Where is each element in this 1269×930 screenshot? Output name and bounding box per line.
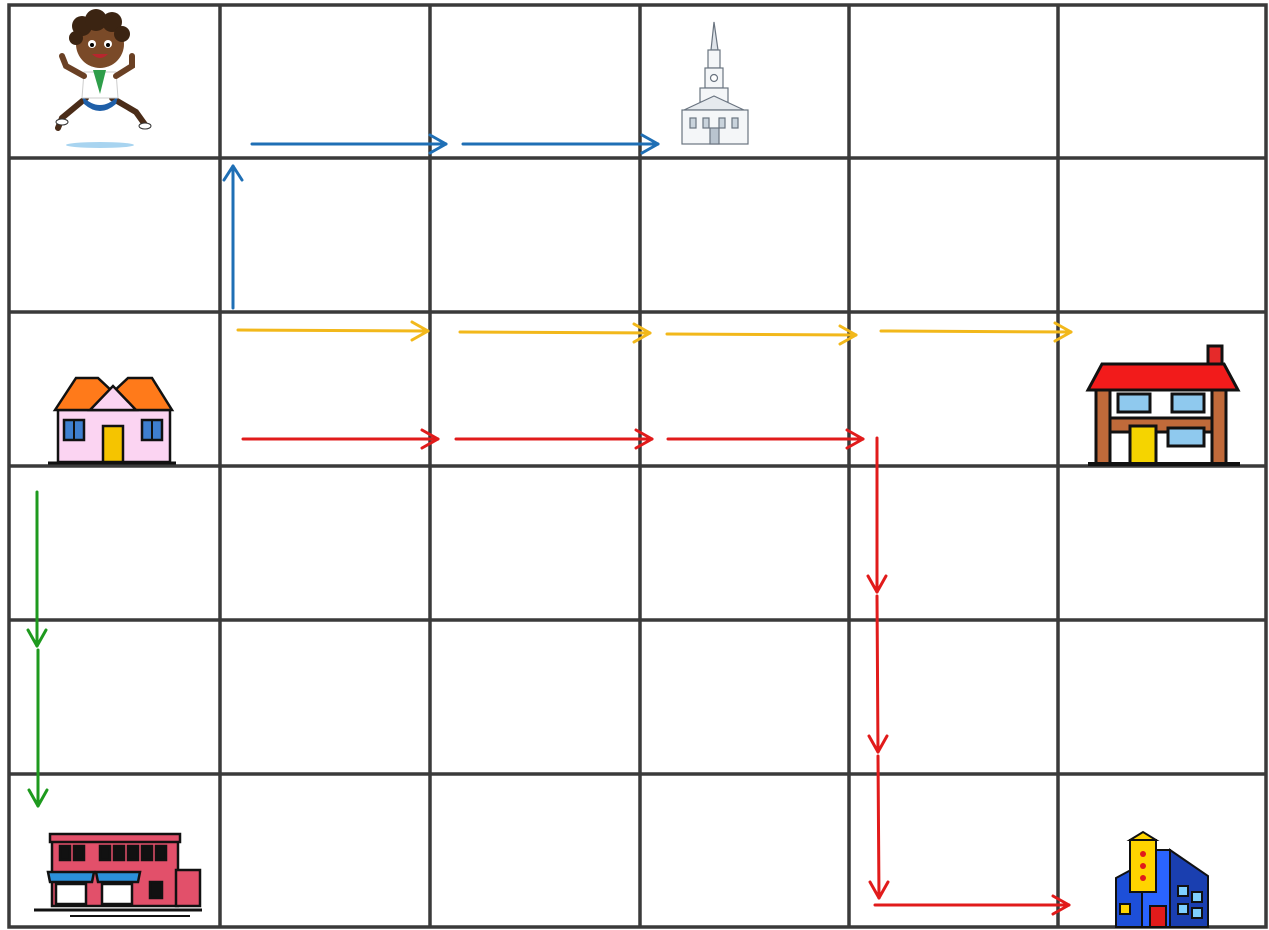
route-yellow-segment-1 — [238, 330, 428, 331]
route-red — [243, 430, 1069, 914]
route-yellow — [238, 322, 1071, 344]
route-yellow-segment-3 — [667, 334, 856, 335]
shops-building-icon — [34, 834, 202, 916]
church-icon — [682, 22, 748, 144]
route-green — [28, 492, 47, 806]
route-red-segment-5 — [877, 596, 878, 752]
route-yellow-segment-2 — [460, 332, 650, 333]
boy-icon — [56, 9, 151, 148]
pink-house-icon — [48, 378, 176, 463]
route-blue — [224, 135, 658, 308]
office-building-icon — [1116, 832, 1208, 927]
route-red-segment-6 — [878, 756, 879, 898]
route-yellow-segment-4 — [881, 331, 1071, 332]
red-roof-house-icon — [1088, 346, 1240, 464]
